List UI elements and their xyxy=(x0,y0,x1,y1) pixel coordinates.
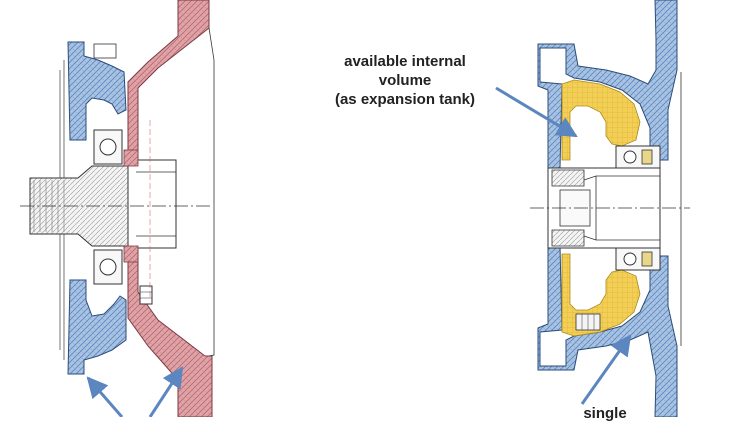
hub-sleeve-inner xyxy=(136,171,176,237)
arrow-to-red-cover xyxy=(148,366,184,417)
right-shaft-hatch-lower xyxy=(551,229,585,247)
right-bearing-upper xyxy=(615,145,661,169)
arrow-to-left-housing xyxy=(86,376,124,417)
blue-housing-lower xyxy=(67,279,127,375)
right-blue-housing-upper xyxy=(537,0,678,169)
bottom-right-partial-label: single xyxy=(583,405,627,422)
right-shaft-hatch-upper xyxy=(551,169,585,187)
bearing-lower xyxy=(93,249,123,285)
right-bearing-lower xyxy=(615,247,661,271)
left-assembly xyxy=(20,0,215,417)
blue-housing-upper xyxy=(67,41,127,141)
internal-volume-label-line-3: (as expansion tank) xyxy=(334,91,476,108)
internal-volume-label-line-2: volume xyxy=(378,72,432,89)
arrow-to-internal-volume xyxy=(495,86,578,138)
red-cover-lower xyxy=(127,224,213,417)
bolt-lower xyxy=(139,285,153,305)
red-ring-upper xyxy=(123,149,139,167)
top-fitting xyxy=(93,43,117,59)
red-cover-upper xyxy=(127,0,210,176)
right-bolt-lower xyxy=(575,313,601,331)
outer-flange-outline xyxy=(208,27,215,357)
hub-sleeve xyxy=(127,159,177,249)
bearing-upper xyxy=(93,129,123,165)
right-assembly xyxy=(530,0,690,417)
callout-arrows xyxy=(86,86,632,417)
right-blue-housing-lower xyxy=(537,245,678,417)
internal-volume-label-line-1: available internal xyxy=(344,53,466,70)
red-ring-lower xyxy=(123,245,139,263)
arrow-to-right-housing xyxy=(580,334,632,405)
internal-volume-label: available internal volume (as expansion … xyxy=(300,52,510,109)
